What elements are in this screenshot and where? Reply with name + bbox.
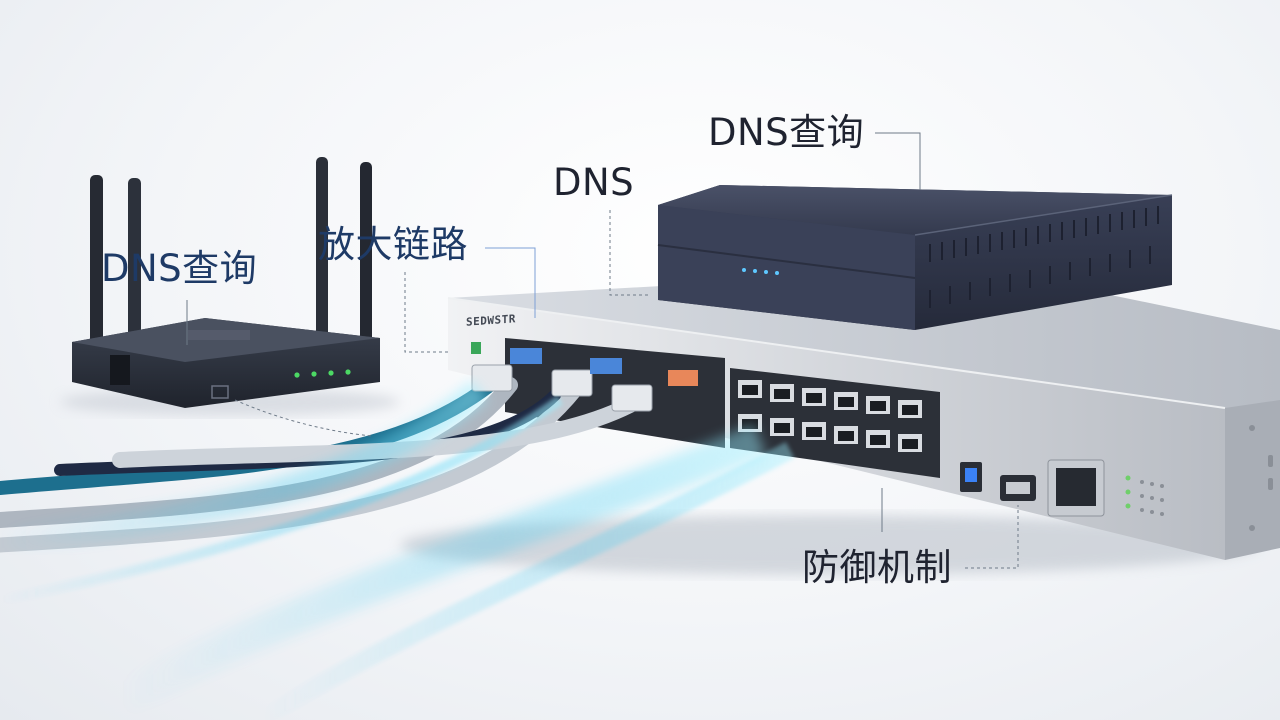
- switch-icon: [447, 268, 1280, 560]
- label-defense-mechanism: 防御机制: [802, 546, 952, 589]
- dns-server-icon: [657, 185, 1173, 330]
- label-dns: DNS: [553, 161, 635, 204]
- label-amplify-link: 放大链路: [318, 223, 468, 266]
- label-dns-query-server: DNS查询: [708, 111, 865, 154]
- callout-lines: [186, 132, 1019, 569]
- router-icon: [72, 157, 380, 408]
- label-dns-query-router: DNS查询: [101, 247, 258, 290]
